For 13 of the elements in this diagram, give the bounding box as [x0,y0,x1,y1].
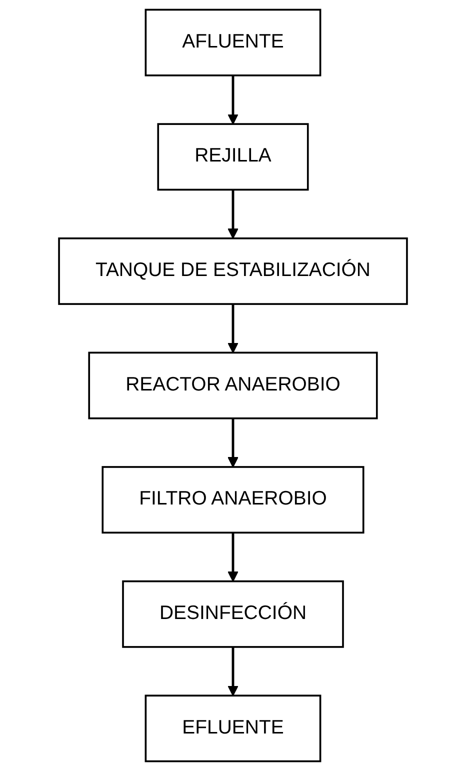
arrow [228,646,238,696]
arrow [228,532,238,582]
node-box: DESINFECCIÓN [122,580,344,648]
arrow [228,190,238,239]
node-box: REJILLA [157,123,309,191]
node-box: EFLUENTE [144,694,322,762]
arrow [228,418,238,468]
node-box: FILTRO ANAEROBIO [102,466,364,534]
node-box: AFLUENTE [144,8,322,76]
arrow [228,304,238,354]
node-box: TANQUE DE ESTABILIZACIÓN [58,237,408,305]
arrow [228,75,238,125]
node-box: REACTOR ANAEROBIO [88,352,378,420]
